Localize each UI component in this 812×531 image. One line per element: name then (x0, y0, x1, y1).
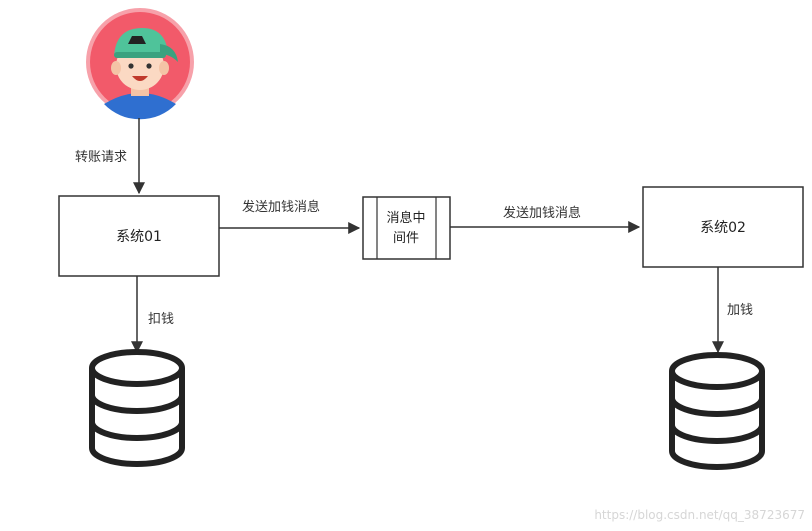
edge-label-transfer-request: 转账请求 (75, 150, 127, 165)
system2-label: 系统02 (700, 220, 746, 236)
edge-label-add: 加钱 (727, 303, 753, 318)
mq-label-line2: 间件 (393, 231, 419, 246)
system2-node: 系统02 (642, 186, 804, 268)
mq-label-line1: 消息中 (386, 210, 425, 226)
edge-label-send-add-msg-1: 发送加钱消息 (242, 199, 320, 215)
user-avatar-icon (86, 8, 194, 120)
system1-label: 系统01 (116, 229, 162, 245)
edge-label-deduct: 扣钱 (148, 312, 174, 327)
watermark: https://blog.csdn.net/qq_38723677 (594, 508, 805, 522)
system1-node: 系统01 (58, 195, 220, 277)
edge-label-send-add-msg-2: 发送加钱消息 (503, 205, 581, 221)
database-icon (89, 349, 185, 467)
message-middleware-node: 消息中 间件 (362, 196, 451, 260)
database-icon (669, 352, 765, 470)
